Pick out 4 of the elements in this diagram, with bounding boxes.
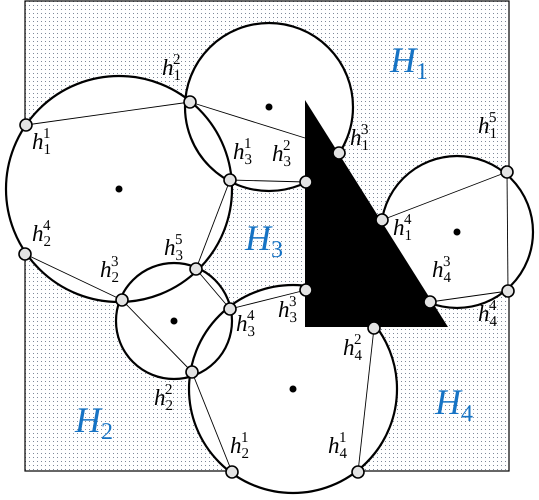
region-label: H$_{4}$ <box>435 384 473 425</box>
region-label: H$_{2}$ <box>75 402 113 443</box>
region-label: H$_{1}$ <box>390 42 428 83</box>
region-label: H$_{3}$ <box>245 220 283 261</box>
